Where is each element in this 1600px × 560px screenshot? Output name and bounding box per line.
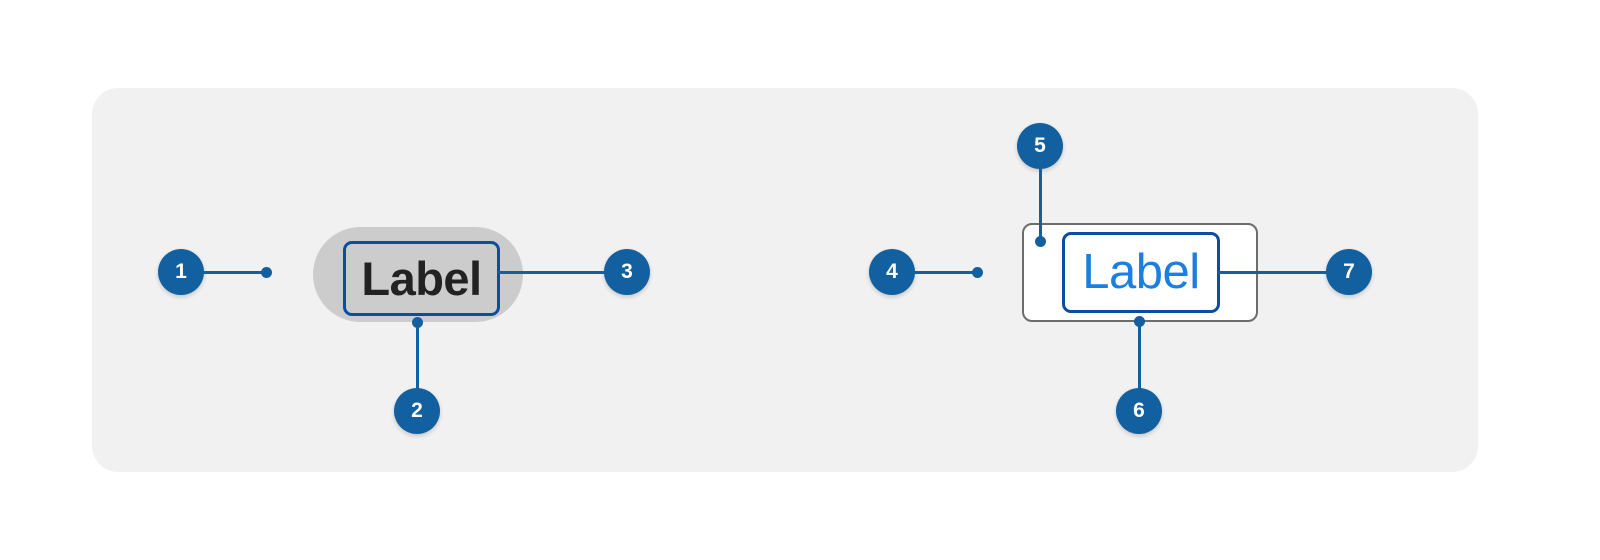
callout-badge-4-number: 4: [886, 260, 898, 283]
callout-badge-3-number: 3: [621, 260, 633, 283]
callout-dot-4: [972, 267, 983, 278]
callout-dot-2: [412, 317, 423, 328]
callout-leader-6: [1138, 320, 1141, 390]
callout-badge-7[interactable]: 7: [1326, 249, 1372, 295]
focus-ring-blue[interactable]: Label: [1062, 232, 1220, 313]
callout-badge-2[interactable]: 2: [394, 388, 440, 434]
callout-badge-6[interactable]: 6: [1116, 388, 1162, 434]
specimen-label-dark: Label: [361, 252, 482, 305]
callout-dot-5: [1035, 236, 1046, 247]
callout-leader-1: [204, 271, 268, 274]
callout-dot-6: [1134, 316, 1145, 327]
callout-leader-3: [498, 271, 608, 274]
callout-badge-6-number: 6: [1133, 399, 1145, 422]
callout-badge-3[interactable]: 3: [604, 249, 650, 295]
callout-leader-4: [915, 271, 979, 274]
callout-badge-5-number: 5: [1034, 134, 1046, 157]
callout-badge-1[interactable]: 1: [158, 249, 204, 295]
callout-badge-7-number: 7: [1343, 260, 1355, 283]
callout-leader-2: [416, 322, 419, 390]
callout-badge-2-number: 2: [411, 399, 423, 422]
callout-badge-1-number: 1: [175, 260, 187, 283]
callout-dot-1: [261, 267, 272, 278]
callout-leader-5: [1039, 169, 1042, 246]
callout-badge-4[interactable]: 4: [869, 249, 915, 295]
specimen-label-blue: Label: [1082, 245, 1200, 299]
callout-leader-7: [1218, 271, 1330, 274]
focus-ring-dark[interactable]: Label: [343, 241, 500, 316]
callout-badge-5[interactable]: 5: [1017, 123, 1063, 169]
